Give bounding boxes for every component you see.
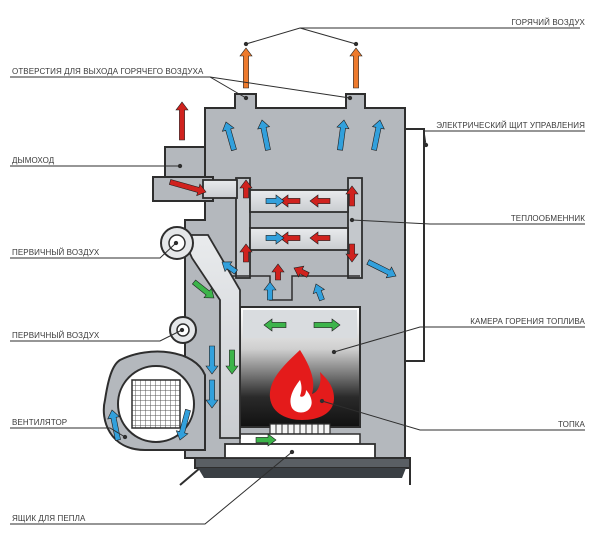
cold-arrow [263,281,277,301]
cold-arrow [205,345,219,375]
flame-icon [269,350,334,420]
hot-air-arrow-right [349,47,363,89]
hot-arrow [239,179,253,199]
cold-arrow [221,121,237,152]
label-primary-air-2: ПЕРВИЧНЫЙ ВОЗДУХ [12,331,100,340]
hot-arrow [309,194,331,208]
label-hot-air: ГОРЯЧИЙ ВОЗДУХ [511,18,585,27]
smoke-arrow-up [175,101,189,141]
cold-arrow [366,259,397,279]
hot-arrow [279,231,301,245]
label-hot-air-outlets: ОТВЕРСТИЯ ДЛЯ ВЫХОДА ГОРЯЧЕГО ВОЗДУХА [12,67,204,76]
primary-air-nozzle-2 [169,316,197,344]
cold-arrow [336,119,350,151]
hot-arrow [345,243,359,263]
primary-air-arrow [225,349,239,375]
primary-air-arrow [191,279,215,299]
fan-arrow [175,408,191,441]
hot-arrow [309,231,331,245]
base-plate [194,457,411,469]
hot-air-arrow-left [239,47,253,89]
cold-arrow [371,119,385,151]
cold-arrow [265,231,285,245]
cold-arrow [312,283,326,302]
hot-arrow [293,265,310,278]
fan [102,350,206,451]
label-heat-exchanger: ТЕПЛООБМЕННИК [511,214,585,223]
smoke-arrow [168,179,207,197]
leader-lines [10,27,585,525]
primary-air-arrow [313,318,341,332]
ash-box [224,443,376,459]
primary-air-arrow [263,318,287,332]
hot-arrow [279,194,301,208]
primary-air-nozzle-1 [160,226,194,260]
label-firebox: ТОПКА [558,420,586,429]
control-panel-box [403,128,425,362]
label-primary-air-1: ПЕРВИЧНЫЙ ВОЗДУХ [12,248,100,257]
hot-arrow [271,263,285,281]
cold-arrow [265,194,285,208]
airflow-arrows [107,47,397,447]
label-chimney: ДЫМОХОД [12,156,55,165]
cold-arrow [221,261,238,275]
base-legs [198,468,406,478]
label-fan: ВЕНТИЛЯТОР [12,418,67,427]
hot-arrow [345,185,359,207]
cold-arrow [257,119,271,151]
labels: ГОРЯЧИЙ ВОЗДУХ ОТВЕРСТИЯ ДЛЯ ВЫХОДА ГОРЯ… [12,18,586,523]
label-ash-box: ЯЩИК ДЛЯ ПЕПЛА [12,514,86,523]
chimney-box [164,146,206,178]
hot-arrow [239,243,253,263]
primary-air-arrow [255,433,277,447]
cold-arrow [205,379,219,409]
label-combustion-chamber: КАМЕРА ГОРЕНИЯ ТОПЛИВА [470,317,585,326]
primary-air-duct [180,234,241,439]
label-control-panel: ЭЛЕКТРИЧЕСКИЙ ЩИТ УПРАВЛЕНИЯ [436,121,585,130]
